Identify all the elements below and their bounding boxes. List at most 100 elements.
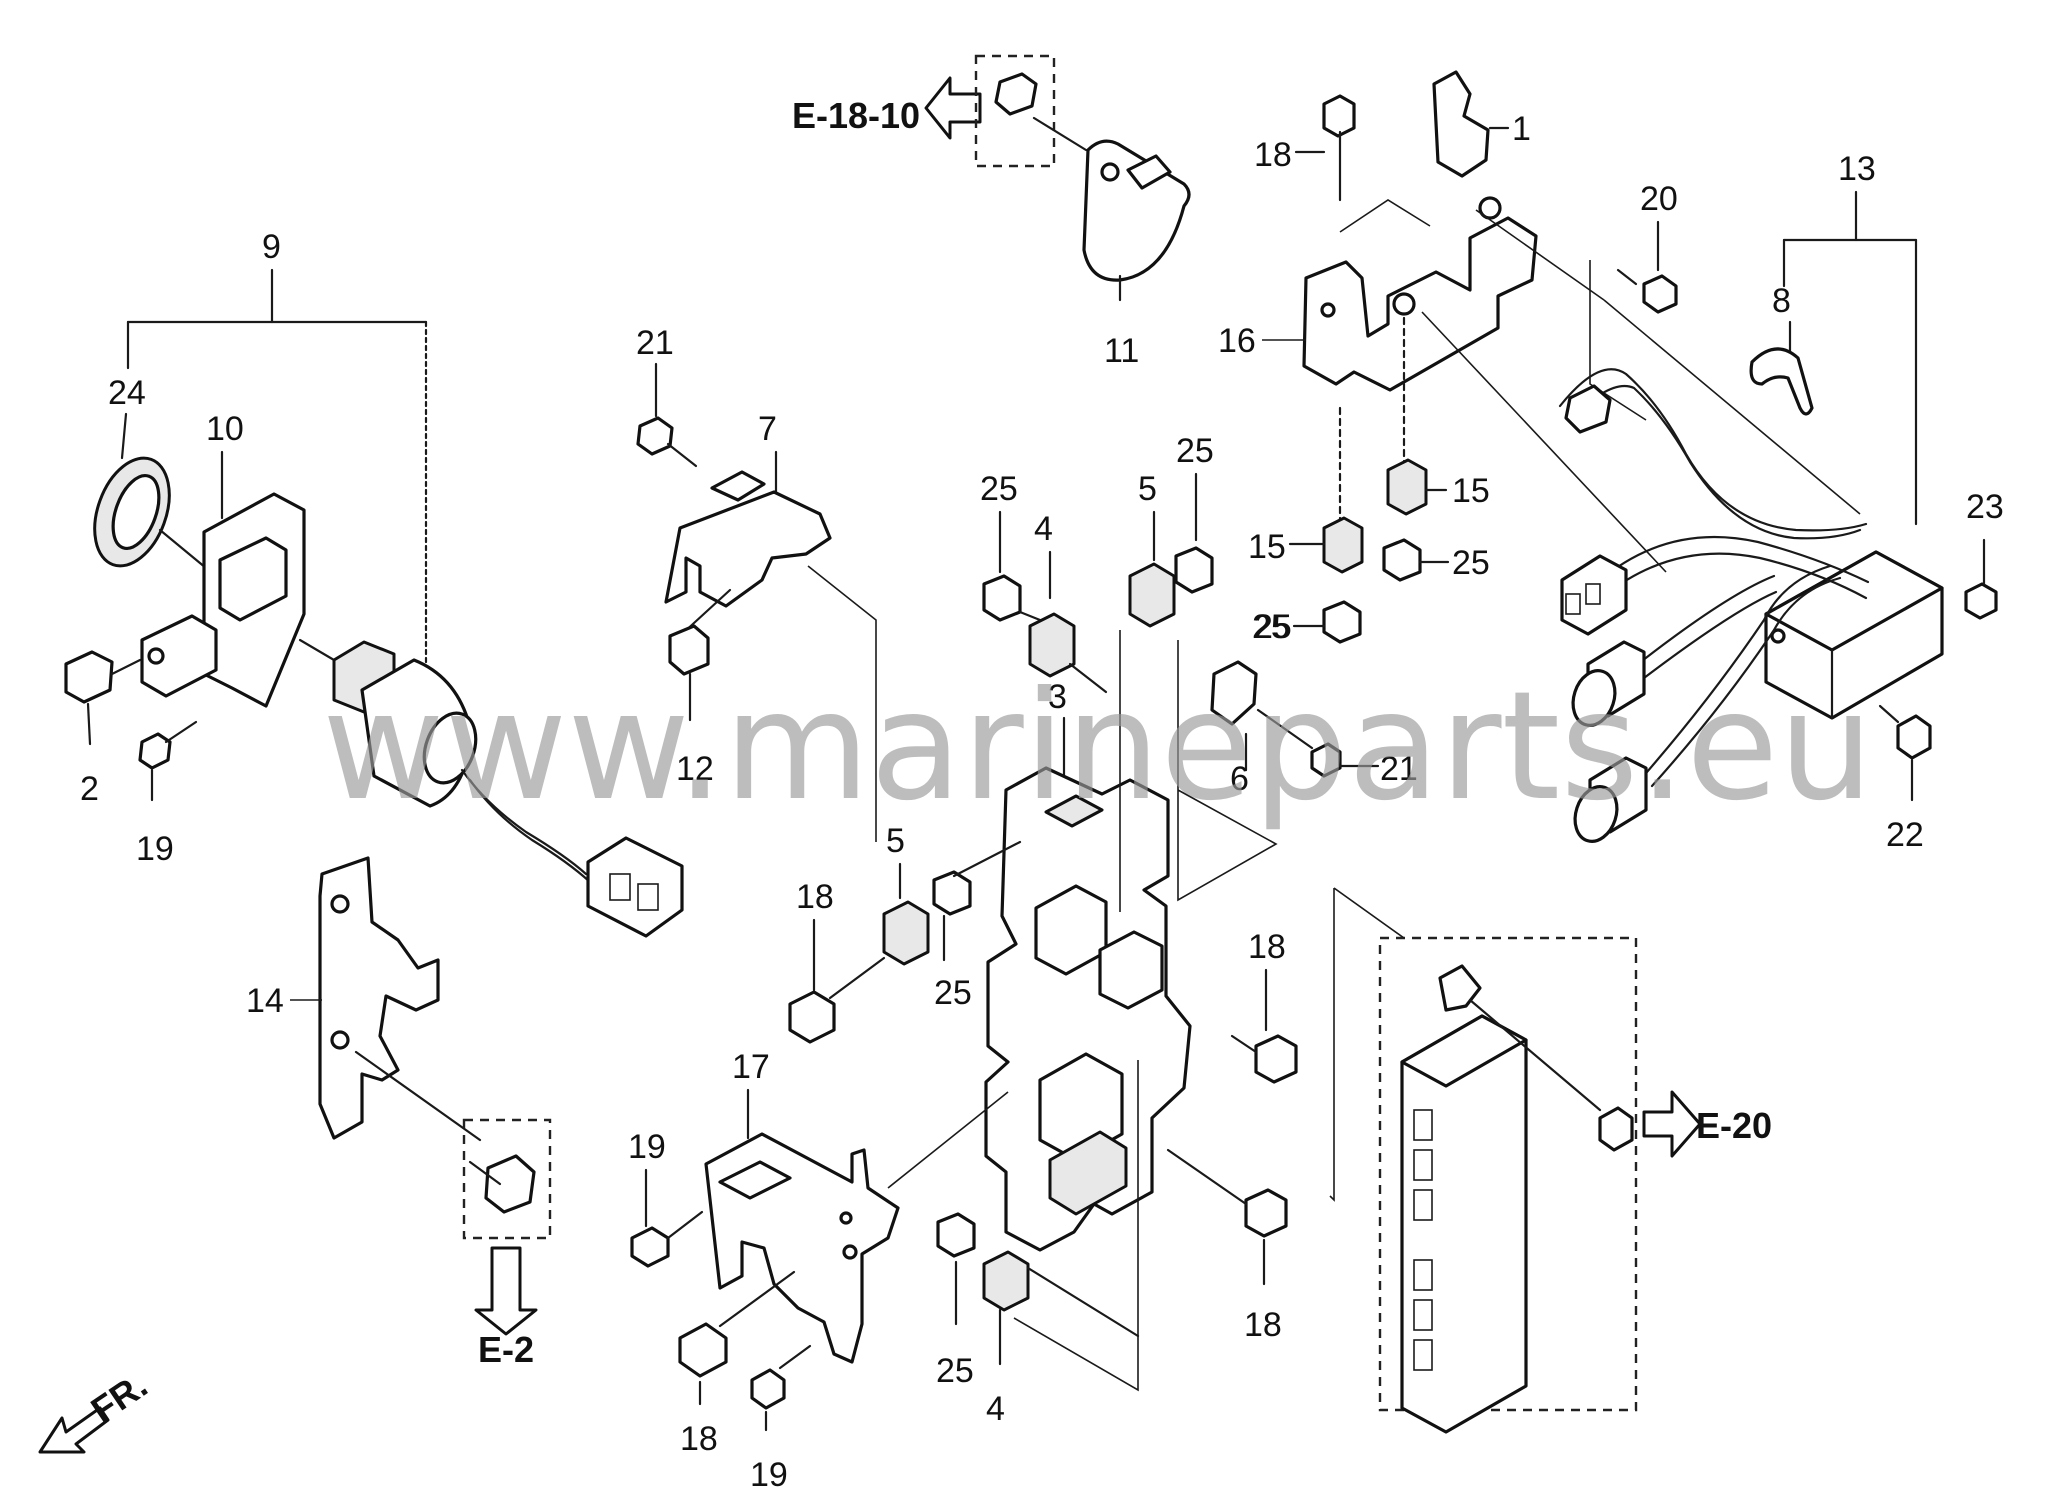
parts-lower-mid[interactable]: 18 5 25: [788, 822, 1022, 1044]
reference-e2[interactable]: E-2: [462, 1118, 552, 1370]
bolt-18-icon: [1254, 1034, 1298, 1084]
reference-e18-10-label: E-18-10: [792, 95, 920, 136]
callout-1: 1: [1512, 110, 1531, 148]
callout-25d: 25: [936, 1352, 974, 1390]
bolt-18-icon: [1322, 94, 1356, 138]
bolt-20-icon: [1642, 274, 1678, 314]
part-25-grommet[interactable]: 25: [1254, 608, 1292, 646]
callout-18c: 18: [1248, 928, 1286, 966]
bolt-18-icon: [788, 990, 836, 1044]
spring-5-icon: [1128, 562, 1176, 628]
nut-icon: [994, 72, 1038, 116]
callout-15b: 15: [1452, 472, 1490, 510]
callout-4b: 4: [986, 1390, 1005, 1428]
callout-12: 12: [676, 750, 714, 788]
callout-13: 13: [1838, 150, 1876, 188]
callout-18e: 18: [1254, 136, 1292, 174]
callout-25f: 25: [1252, 608, 1290, 646]
reference-e20[interactable]: E-20: [1329, 887, 1772, 1434]
bolt-19-icon: [750, 1368, 786, 1410]
front-indicator: FR.: [38, 1364, 155, 1454]
spring-15-icon: [1386, 458, 1428, 516]
part-3-frame[interactable]: 3: [984, 630, 1278, 1392]
front-arrow-icon: [38, 1406, 110, 1454]
clip-12-icon: [668, 624, 710, 676]
right-arrow-icon: [1642, 1090, 1702, 1158]
callout-5a: 5: [1138, 470, 1157, 508]
part-14-bracket[interactable]: 14: [246, 856, 482, 1142]
callout-18a: 18: [796, 878, 834, 916]
bolt-19-icon: [138, 732, 172, 770]
part-16-bracket[interactable]: 18 1 16 15 15 25 25: [1218, 70, 1538, 646]
grommet-25-icon: [982, 574, 1022, 622]
terminal-icon: [1564, 384, 1612, 434]
grommet-25-icon: [1322, 600, 1362, 644]
callout-20: 20: [1640, 180, 1678, 218]
group-9-solenoid-assembly[interactable]: 9 24 10 2 19: [64, 228, 684, 938]
callout-10: 10: [206, 410, 244, 448]
part-6-clip[interactable]: 6 21: [1210, 660, 1418, 798]
grommet-25-icon: [1382, 538, 1422, 582]
bracket-7-icon: [664, 490, 832, 608]
connector-icon: [1560, 554, 1628, 636]
callout-23: 23: [1966, 488, 2004, 526]
callout-19a: 19: [136, 830, 174, 868]
clip-1-icon: [1432, 70, 1490, 178]
callout-2: 2: [80, 770, 99, 808]
callout-25b: 25: [1176, 432, 1214, 470]
watermark-text: www.marineparts.eu: [322, 660, 1874, 834]
frame-3-icon: [984, 766, 1192, 1252]
grommet-25-icon: [1174, 546, 1214, 594]
callout-19b: 19: [628, 1128, 666, 1166]
callout-14: 14: [246, 982, 284, 1020]
dashed-box: [1378, 936, 1638, 1412]
bolt-22-icon: [1896, 714, 1932, 760]
callout-11: 11: [1104, 332, 1139, 370]
callout-25e: 25: [1452, 544, 1490, 582]
reference-e18-10[interactable]: E-18-10: [792, 54, 1088, 168]
callout-25c: 25: [934, 974, 972, 1012]
reference-e2-label: E-2: [478, 1329, 534, 1370]
callout-18b: 18: [680, 1420, 718, 1458]
callout-17: 17: [732, 1048, 770, 1086]
spring-5-icon: [882, 900, 930, 966]
callout-16: 16: [1218, 322, 1256, 360]
callout-15a: 15: [1248, 528, 1286, 566]
callout-22: 22: [1886, 816, 1924, 854]
bracket-16-icon: [1302, 216, 1538, 392]
left-arrow-icon: [924, 76, 982, 140]
callout-9: 9: [262, 228, 281, 266]
group-13-harness[interactable]: 13 8 20: [1421, 150, 2004, 854]
bracket-shape: [1082, 139, 1191, 282]
callout-18d: 18: [1244, 1306, 1282, 1344]
bolt-18-icon: [678, 1322, 728, 1378]
callout-3: 3: [1048, 678, 1067, 716]
spring-4-icon: [1028, 612, 1076, 678]
band-8-icon: [1749, 347, 1814, 416]
callout-4a: 4: [1034, 510, 1053, 548]
parts-lower-spacers[interactable]: 25 4: [936, 1212, 1140, 1428]
grommet-25-icon: [936, 1212, 976, 1258]
grommet-25-icon: [932, 870, 972, 916]
part-11-bracket[interactable]: 11: [1082, 139, 1191, 370]
bolt-21-icon: [636, 416, 674, 456]
callout-24: 24: [108, 374, 146, 412]
callout-25a: 25: [980, 470, 1018, 508]
clip-2-icon: [64, 650, 114, 704]
clip-6-icon: [1210, 660, 1258, 726]
part-7-bracket[interactable]: 21 7 12: [636, 324, 877, 842]
callout-19c: 19: [750, 1456, 788, 1494]
parts-upper-spacers[interactable]: 25 4 5 25: [980, 432, 1214, 694]
callout-25g: 25: [1254, 608, 1292, 646]
bracket-17-icon: [704, 1132, 900, 1364]
dashed-box: [462, 1118, 552, 1240]
parts-right-bolts[interactable]: 18 18: [1166, 928, 1298, 1344]
callout-7: 7: [758, 410, 777, 448]
bolt-icon: [484, 1154, 536, 1214]
callout-21a: 21: [636, 324, 674, 362]
bolt-21-icon: [1310, 742, 1342, 778]
callout-8: 8: [1772, 282, 1791, 320]
bolt-18-icon: [1244, 1188, 1288, 1238]
part-17-bracket[interactable]: 17 19 18 19: [628, 1048, 1009, 1494]
